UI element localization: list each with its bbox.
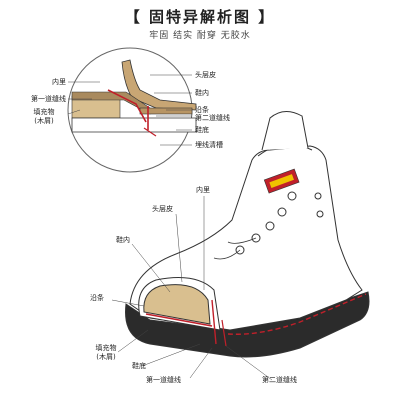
inset-label-filler-sub: (木屑) (34, 117, 54, 125)
boot-label-filler-sub: (木屑) (96, 353, 116, 361)
inset-label-top-leather: 头层皮 (195, 71, 216, 79)
boot-tongue (261, 111, 309, 151)
boot-label-outsole: 鞋底 (132, 362, 146, 370)
toe-cutaway-stitch (211, 299, 217, 345)
toe-cutaway-welt-red (145, 313, 213, 327)
boot-welt-stitch (227, 293, 367, 335)
inset-label-outsole: 鞋底 (195, 126, 209, 134)
inset-label-insole: 鞋内 (195, 89, 209, 97)
boot-label-second-stitch: 第二道缝线 (262, 376, 297, 384)
boot-label-welt: 沿条 (90, 294, 104, 302)
inset-outsole (71, 117, 197, 133)
boot-illustration (125, 111, 370, 358)
boot-label-filler: 填充物 (95, 344, 117, 352)
toe-cutaway-filler (143, 284, 211, 325)
inset-leaders (67, 74, 192, 146)
boot-label-insole: 鞋内 (116, 236, 130, 244)
boot-laces (213, 237, 257, 260)
magnified-inset (67, 47, 197, 173)
inset-label-first-stitch: 第一道缝线 (31, 95, 66, 103)
boot-label-top-leather: 头层皮 (152, 205, 173, 213)
inset-label-welt: 沿条 (195, 106, 209, 114)
boot-label-inner-lining: 内里 (196, 186, 210, 194)
inset-stitch-1 (107, 89, 147, 123)
inset-label-filler: 填充物 (33, 108, 55, 116)
inset-label-inner-lining: 内里 (52, 78, 66, 86)
inset-label-stitch-groove: 埋线清槽 (195, 141, 223, 149)
inset-upper-leather (121, 59, 197, 111)
page-subtitle: 牢固 结实 耐穿 无胶水 (149, 31, 251, 41)
brand-badge (263, 168, 300, 194)
page-title: 【 固特异解析图 】 (124, 8, 276, 26)
inset-stitch-3 (143, 127, 157, 137)
inset-label-second-stitch: 第二道缝线 (195, 114, 230, 122)
toe-cutaway-stitch-2 (221, 319, 227, 347)
boot-label-first-stitch: 第一道缝线 (146, 376, 181, 384)
boot-leaders (111, 196, 273, 381)
boot-outsole (125, 291, 370, 358)
